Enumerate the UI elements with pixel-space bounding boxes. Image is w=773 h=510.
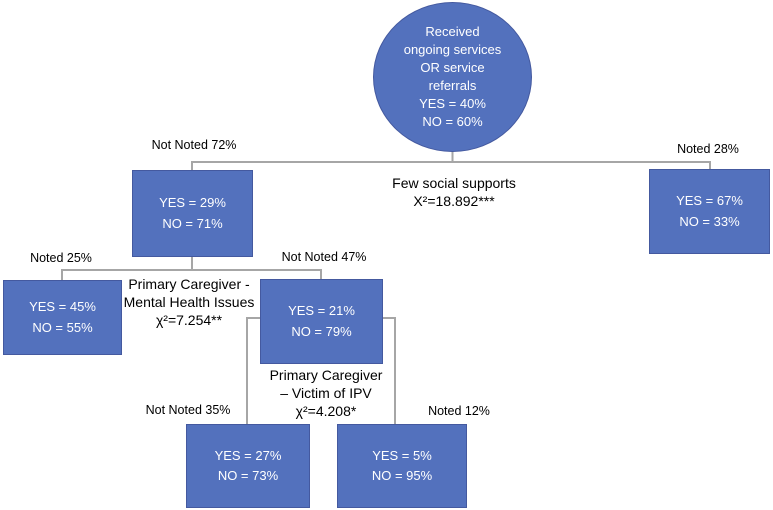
- branch-label-noted-25: Noted 25%: [30, 251, 92, 265]
- branch-label-not-noted-47: Not Noted 47%: [281, 250, 367, 264]
- root-node: Received ongoing services OR service ref…: [373, 2, 532, 152]
- branch-label-noted-12: Noted 12%: [428, 404, 490, 418]
- connector-level3-right: [383, 317, 396, 425]
- split-label-mental-health: Primary Caregiver - Mental Health Issues…: [123, 276, 255, 328]
- node-level3-right: YES = 5% NO = 95%: [337, 424, 467, 508]
- split-label-victim-of-ipv: Primary Caregiver – Victim of IPV χ²=4.2…: [269, 367, 383, 419]
- node-level1-left: YES = 29% NO = 71%: [132, 170, 253, 257]
- node-level1-right: YES = 67% NO = 33%: [649, 169, 770, 254]
- node-level2-right: YES = 21% NO = 79%: [260, 279, 383, 364]
- connector-level3-left: [246, 317, 260, 425]
- connector-level1: [191, 161, 711, 171]
- branch-label-not-noted-72: Not Noted 72%: [151, 138, 237, 152]
- node-level3-left: YES = 27% NO = 73%: [186, 424, 310, 508]
- connector-level2: [61, 269, 322, 281]
- split-label-few-social-supports: Few social supports X²=18.892***: [392, 175, 516, 209]
- branch-label-noted-28: Noted 28%: [677, 142, 739, 156]
- branch-label-not-noted-35: Not Noted 35%: [145, 403, 231, 417]
- node-level2-left: YES = 45% NO = 55%: [3, 280, 122, 355]
